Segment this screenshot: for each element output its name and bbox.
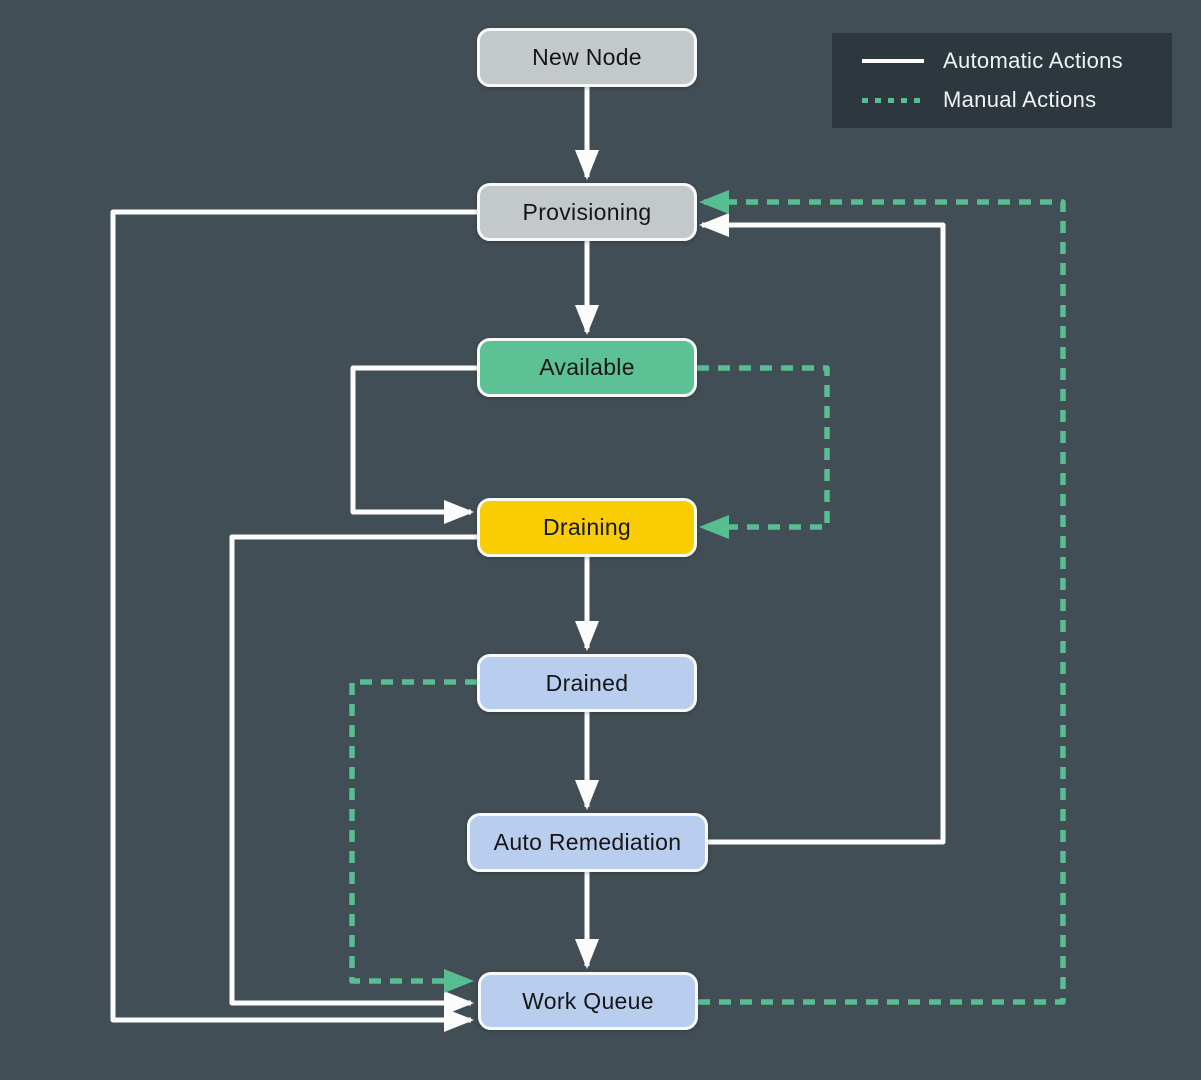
node-drained-label: Drained — [545, 669, 629, 696]
node-auto-remediation: Auto Remediation — [467, 813, 708, 872]
edge-provisioning-to-work-queue — [110, 209, 477, 1032]
edge-drained-to-work-queue-manual — [349, 679, 477, 993]
legend: Automatic Actions Manual Actions — [832, 33, 1172, 128]
node-new-node: New Node — [477, 28, 697, 87]
node-provisioning-label: Provisioning — [522, 198, 652, 225]
edge-auto-remediation-to-provisioning — [699, 213, 946, 845]
node-new-node-label: New Node — [532, 44, 642, 70]
legend-manual-label: Manual Actions — [943, 87, 1097, 112]
edge-available-to-draining-manual — [697, 365, 830, 539]
node-work-queue-label: Work Queue — [522, 987, 654, 1014]
node-work-queue: Work Queue — [478, 972, 698, 1030]
edge-available-to-draining-auto — [350, 365, 477, 524]
legend-row-automatic: Automatic Actions — [862, 48, 1172, 74]
node-drained: Drained — [477, 654, 697, 712]
node-available: Available — [477, 338, 697, 397]
dashed-line-icon — [862, 97, 924, 103]
edge-work-queue-to-provisioning-manual — [698, 190, 1066, 1005]
solid-line-icon — [862, 59, 924, 63]
node-auto-remediation-label: Auto Remediation — [493, 829, 682, 855]
node-available-label: Available — [539, 354, 635, 380]
node-draining-label: Draining — [542, 514, 632, 540]
edge-draining-to-work-queue — [229, 534, 477, 1015]
node-draining: Draining — [477, 498, 697, 557]
node-provisioning: Provisioning — [477, 183, 697, 241]
legend-row-manual: Manual Actions — [862, 87, 1172, 113]
legend-automatic-label: Automatic Actions — [943, 48, 1123, 73]
